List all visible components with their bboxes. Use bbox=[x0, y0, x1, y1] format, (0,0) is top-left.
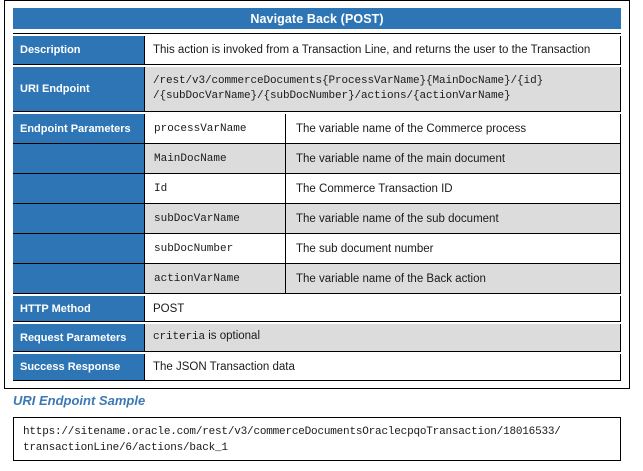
row-label-spacer bbox=[13, 144, 144, 173]
row-divider bbox=[13, 233, 621, 234]
row-label-request-parameters: Request Parameters bbox=[13, 324, 144, 351]
row-label-success-response: Success Response bbox=[13, 354, 144, 380]
row-divider bbox=[13, 111, 621, 112]
param-name: actionVarName bbox=[144, 264, 286, 293]
table-row-endpoint-parameter: Id The Commerce Transaction ID bbox=[13, 174, 621, 203]
request-parameter-suffix: is optional bbox=[205, 330, 260, 342]
row-label-spacer bbox=[13, 174, 144, 203]
table-bottom-rule bbox=[4, 388, 630, 389]
param-name: processVarName bbox=[144, 114, 286, 143]
row-label-spacer bbox=[13, 264, 144, 293]
param-description: The variable name of the main document bbox=[286, 144, 621, 173]
row-divider bbox=[13, 203, 621, 204]
row-value-http-method: POST bbox=[144, 296, 621, 321]
row-divider bbox=[13, 380, 621, 381]
table-row-endpoint-parameter: MainDocName The variable name of the mai… bbox=[13, 144, 621, 173]
uri-endpoint-sample-box: https://sitename.oracle.com/rest/v3/comm… bbox=[13, 417, 621, 461]
param-description: The sub document number bbox=[286, 234, 621, 263]
table-row-description: Description This action is invoked from … bbox=[13, 36, 621, 64]
uri-endpoint-line-1: /rest/v3/commerceDocuments{ProcessVarNam… bbox=[153, 75, 544, 87]
table-row-endpoint-parameter: Endpoint Parameters processVarName The v… bbox=[13, 114, 621, 143]
request-parameter-code: criteria bbox=[153, 331, 206, 343]
row-label-uri-endpoint: URI Endpoint bbox=[13, 67, 144, 111]
param-description: The variable name of the Back action bbox=[286, 264, 621, 293]
param-name: subDocVarName bbox=[144, 204, 286, 233]
table-row-http-method: HTTP Method POST bbox=[13, 296, 621, 321]
row-value-success-response: The JSON Transaction data bbox=[144, 354, 621, 380]
table-row-uri-endpoint: URI Endpoint /rest/v3/commerceDocuments{… bbox=[13, 67, 621, 111]
row-label-endpoint-parameters: Endpoint Parameters bbox=[13, 114, 144, 143]
param-description: The Commerce Transaction ID bbox=[286, 174, 621, 203]
page-title: Navigate Back (POST) bbox=[13, 8, 621, 29]
param-description: The variable name of the sub document bbox=[286, 204, 621, 233]
param-name: MainDocName bbox=[144, 144, 286, 173]
row-value-uri-endpoint: /rest/v3/commerceDocuments{ProcessVarNam… bbox=[144, 67, 621, 111]
row-label-spacer bbox=[13, 204, 144, 233]
sample-line-2: transactionLine/6/actions/back_1 bbox=[23, 442, 228, 454]
row-value-request-parameters: criteria is optional bbox=[144, 324, 621, 351]
row-divider bbox=[13, 293, 621, 294]
sample-heading: URI Endpoint Sample bbox=[13, 393, 146, 408]
table-row-endpoint-parameter: subDocNumber The sub document number bbox=[13, 234, 621, 263]
table-top-rule bbox=[4, 0, 630, 1]
uri-endpoint-line-2: /{subDocVarName}/{subDocNumber}/actions/… bbox=[153, 90, 511, 102]
param-description: The variable name of the Commerce proces… bbox=[286, 114, 621, 143]
row-value-description: This action is invoked from a Transactio… bbox=[144, 36, 621, 64]
param-name: Id bbox=[144, 174, 286, 203]
table-row-success-response: Success Response The JSON Transaction da… bbox=[13, 354, 621, 380]
request-parameters-text: criteria is optional bbox=[153, 330, 620, 345]
param-name: subDocNumber bbox=[144, 234, 286, 263]
row-label-description: Description bbox=[13, 36, 144, 64]
row-divider bbox=[13, 321, 621, 322]
table-row-request-parameters: Request Parameters criteria is optional bbox=[13, 324, 621, 351]
row-divider bbox=[13, 263, 621, 264]
row-divider bbox=[13, 173, 621, 174]
table-row-endpoint-parameter: subDocVarName The variable name of the s… bbox=[13, 204, 621, 233]
table-left-rule bbox=[4, 0, 5, 389]
table-right-rule bbox=[629, 0, 630, 389]
sample-line-1: https://sitename.oracle.com/rest/v3/comm… bbox=[23, 426, 561, 438]
row-divider bbox=[13, 64, 621, 65]
row-label-http-method: HTTP Method bbox=[13, 296, 144, 321]
table-row-endpoint-parameter: actionVarName The variable name of the B… bbox=[13, 264, 621, 293]
row-divider bbox=[13, 33, 621, 34]
row-divider bbox=[13, 143, 621, 144]
row-divider bbox=[13, 351, 621, 352]
row-label-spacer bbox=[13, 234, 144, 263]
